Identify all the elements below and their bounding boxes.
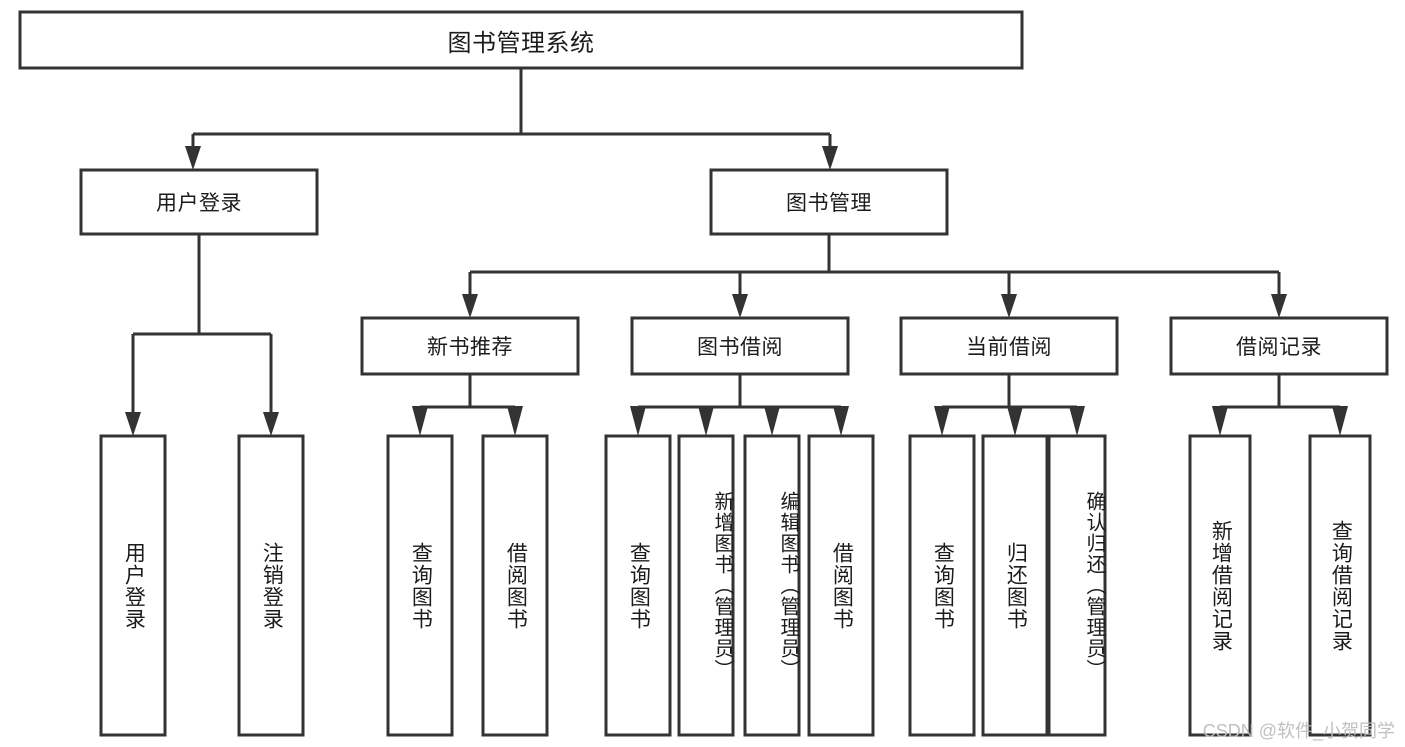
node-box-leaf-confirm-return[interactable] bbox=[1047, 434, 1107, 737]
node-box-leaf-edit-book[interactable] bbox=[743, 434, 801, 737]
arrow-head-new-book-rec bbox=[462, 294, 478, 318]
connector-user-login-to-leaves bbox=[131, 234, 273, 412]
node-box-leaf-query-book-1[interactable] bbox=[386, 434, 454, 737]
node-box-leaf-query-book-3[interactable] bbox=[908, 434, 976, 737]
node-box-new-book-rec[interactable] bbox=[360, 316, 580, 376]
node-box-leaf-query-book-2[interactable] bbox=[604, 434, 672, 737]
arrow-head-leaf-query-book-2 bbox=[630, 406, 646, 436]
connector-book-borrow-to-leaves bbox=[636, 374, 843, 412]
connector-root-to-level2 bbox=[191, 68, 832, 146]
node-box-leaf-logout[interactable] bbox=[237, 434, 305, 737]
node-box-borrow-record[interactable] bbox=[1169, 316, 1389, 376]
arrow-head-leaf-add-record bbox=[1212, 406, 1228, 436]
connector-new-book-rec-to-leaves bbox=[418, 374, 517, 412]
node-box-leaf-add-book[interactable] bbox=[677, 434, 735, 737]
node-box-leaf-query-record[interactable] bbox=[1308, 434, 1372, 737]
node-box-root[interactable] bbox=[18, 10, 1024, 70]
connector-book-manage-to-level3 bbox=[468, 234, 1281, 294]
arrow-head-leaf-user-login bbox=[125, 412, 141, 436]
arrow-head-leaf-query-book-3 bbox=[934, 406, 950, 436]
node-box-book-manage[interactable] bbox=[709, 168, 949, 236]
arrow-head-leaf-borrow-book-2 bbox=[833, 406, 849, 436]
arrow-head-leaf-borrow-book-1 bbox=[507, 406, 523, 436]
arrow-head-current-borrow bbox=[1001, 294, 1017, 318]
node-box-current-borrow[interactable] bbox=[899, 316, 1119, 376]
arrow-head-leaf-return-book bbox=[1007, 406, 1023, 436]
arrow-head-leaf-query-book-1 bbox=[412, 406, 428, 436]
connector-borrow-record-to-leaves bbox=[1218, 374, 1342, 412]
node-box-leaf-user-login[interactable] bbox=[99, 434, 167, 737]
arrow-head-user-login bbox=[185, 146, 201, 170]
node-box-leaf-borrow-book-1[interactable] bbox=[481, 434, 549, 737]
arrow-head-book-manage bbox=[822, 146, 838, 170]
watermark-text: CSDN @软件_小贺同学 bbox=[1202, 721, 1395, 741]
arrow-head-leaf-add-book bbox=[698, 406, 714, 436]
arrow-head-leaf-logout bbox=[263, 412, 279, 436]
arrow-head-leaf-edit-book bbox=[764, 406, 780, 436]
arrow-head-book-borrow bbox=[732, 294, 748, 318]
arrow-head-borrow-record bbox=[1271, 294, 1287, 318]
node-box-book-borrow[interactable] bbox=[630, 316, 850, 376]
node-box-leaf-return-book[interactable] bbox=[981, 434, 1049, 737]
arrow-head-leaf-query-record bbox=[1332, 406, 1348, 436]
node-box-user-login[interactable] bbox=[79, 168, 319, 236]
node-box-leaf-add-record[interactable] bbox=[1188, 434, 1252, 737]
arrow-head-leaf-confirm-return bbox=[1069, 406, 1085, 436]
node-box-leaf-borrow-book-2[interactable] bbox=[807, 434, 875, 737]
